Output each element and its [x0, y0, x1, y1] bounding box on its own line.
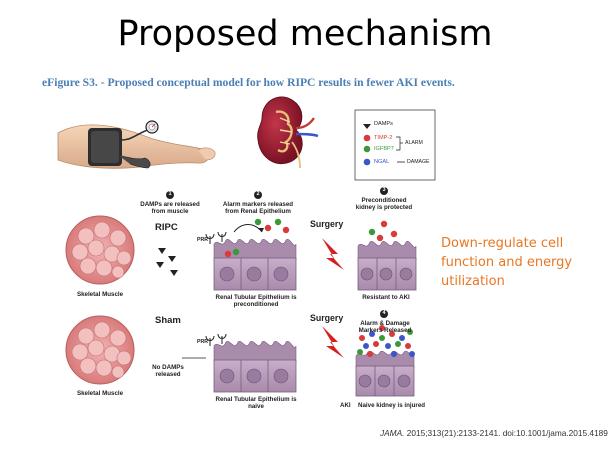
step-1-number: 1 [168, 191, 172, 197]
igfbp7-legend-icon [363, 145, 371, 153]
citation-details: 2015;313(21):2133-2141. doi:10.1001/jama… [404, 428, 608, 438]
epithelium-top [205, 218, 297, 291]
no-damps-label: No DAMPs released [152, 364, 184, 378]
skeletal-muscle-bottom [65, 315, 135, 385]
legend-damage-label: DAMAGE [407, 159, 430, 165]
step-1-text: DAMPs are released from muscle [140, 201, 200, 215]
aki-label: AKI [340, 402, 351, 409]
ripc-label: RIPC [155, 222, 178, 233]
legend-igfbp7-label: IGFBP7 [374, 146, 394, 152]
step-3-number: 3 [382, 187, 386, 193]
skeletal-muscle-bottom-label: Skeletal Muscle [76, 390, 124, 397]
damps-released-icons [156, 248, 178, 276]
surgery-top-label: Surgery [310, 219, 344, 229]
marker-legend [354, 109, 436, 181]
step-2-text: Alarm markers released from Renal Epithe… [222, 201, 294, 215]
sham-label: Sham [155, 315, 181, 326]
citation-journal: JAMA. [380, 428, 405, 438]
skeletal-muscle-top-label: Skeletal Muscle [76, 291, 124, 298]
renal-bottom-label: Renal Tubular Epithelium is naive [215, 396, 297, 410]
surgery-lightning-top-icon [322, 238, 344, 270]
annotation-note: Down-regulate cell function and energy u… [441, 236, 573, 289]
legend-damps-label: DAMPs [374, 121, 393, 127]
prr-bottom-label: PRR [197, 339, 208, 345]
legend-ngal-label: NGAL [374, 159, 390, 165]
arm-cuff-illustration [57, 120, 216, 169]
step-2-badge [254, 191, 262, 199]
surgery-bottom-label: Surgery [310, 313, 344, 323]
step-4-badge [380, 310, 388, 318]
naive-injured-label: Naive kidney is injured [358, 402, 426, 409]
timp2-legend-icon [363, 134, 371, 142]
step-1-badge [166, 191, 174, 199]
resistant-label: Resistant to AKI [362, 294, 410, 301]
legend-alarm-label: ALARM [405, 140, 423, 146]
citation: JAMA. 2015;313(21):2133-2141. doi:10.100… [380, 428, 608, 438]
epithelium-bottom [205, 333, 297, 393]
epithelium-injured [355, 325, 415, 397]
epithelium-protected [357, 220, 417, 291]
surgery-lightning-bottom-icon [322, 326, 344, 358]
step-2-number: 2 [256, 191, 260, 197]
skeletal-muscle-top [65, 215, 135, 285]
figure-caption: eFigure S3. - Proposed conceptual model … [42, 76, 455, 89]
renal-top-label: Renal Tubular Epithelium is precondition… [215, 294, 297, 308]
prr-top-label: PRR [197, 237, 208, 243]
ngal-legend-icon [363, 158, 371, 166]
legend-timp2-label: TIMP-2 [374, 135, 393, 141]
kidney-illustration [257, 96, 319, 169]
slide-title: Proposed mechanism [117, 14, 493, 54]
step-4-text: Alarm & Damage Markers Released [358, 320, 412, 334]
step-4-number: 4 [382, 310, 386, 316]
step-3-badge [380, 187, 388, 195]
damps-legend-icon [363, 124, 371, 129]
step-3-text: Preconditioned kidney is protected [355, 197, 413, 211]
